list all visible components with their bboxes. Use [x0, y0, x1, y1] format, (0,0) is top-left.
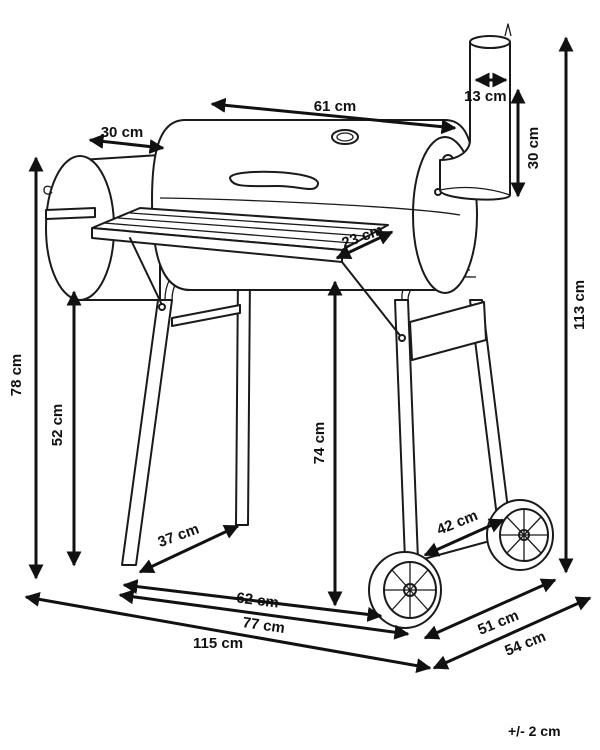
grill-illustration: [43, 23, 554, 629]
label-shelf-height: 74 cm: [311, 422, 328, 465]
main-chamber: [151, 119, 478, 294]
chimney: [439, 23, 512, 201]
label-firebox-length: 30 cm: [101, 124, 144, 141]
label-main-chamber-length: 61 cm: [314, 98, 357, 115]
label-firebox-bottom-height: 52 cm: [49, 404, 66, 447]
label-leg-span: 62 cm: [235, 590, 279, 612]
label-total-height: 113 cm: [571, 280, 588, 330]
front-shelf: [91, 207, 406, 342]
label-overall-length: 115 cm: [193, 635, 243, 652]
label-chimney-height: 30 cm: [525, 127, 542, 170]
label-overall-base: 77 cm: [241, 614, 285, 637]
label-chimney-diameter: 13 cm: [464, 88, 507, 105]
label-firebox-height: 78 cm: [8, 354, 25, 397]
dimension-lines: [24, 36, 592, 674]
tolerance-note: +/- 2 cm: [508, 723, 561, 739]
side-plate: [409, 301, 487, 361]
rear-wheel: [486, 499, 554, 571]
